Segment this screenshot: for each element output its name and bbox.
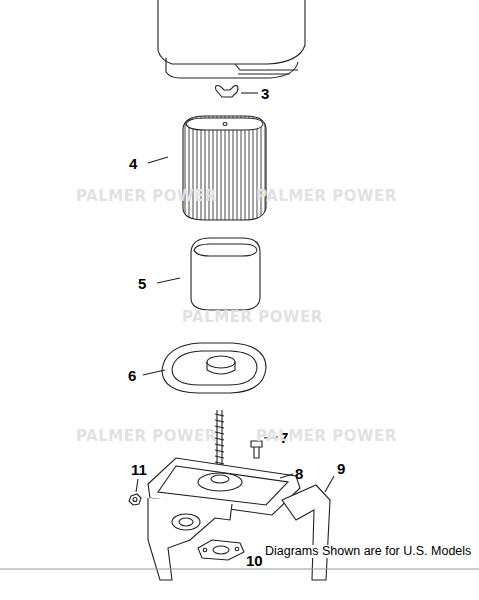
callout-number: 11 [131, 462, 147, 477]
callout-number: 5 [138, 276, 146, 291]
watermark: PALMER POWER [76, 429, 217, 444]
watermark: PALMER POWER [76, 189, 217, 204]
watermark: PALMER POWER [256, 429, 397, 444]
footnote: Diagrams Shown are for U.S. Models [264, 545, 472, 558]
callout-number: 9 [337, 461, 345, 476]
callout-number: 4 [129, 156, 137, 171]
callout-number: 3 [261, 86, 269, 101]
watermark: PALMER POWER [256, 189, 397, 204]
callout-number: 6 [128, 368, 136, 383]
callout-number: 10 [246, 553, 263, 568]
callout-number: 8 [295, 466, 303, 481]
watermark: PALMER POWER [182, 310, 323, 325]
